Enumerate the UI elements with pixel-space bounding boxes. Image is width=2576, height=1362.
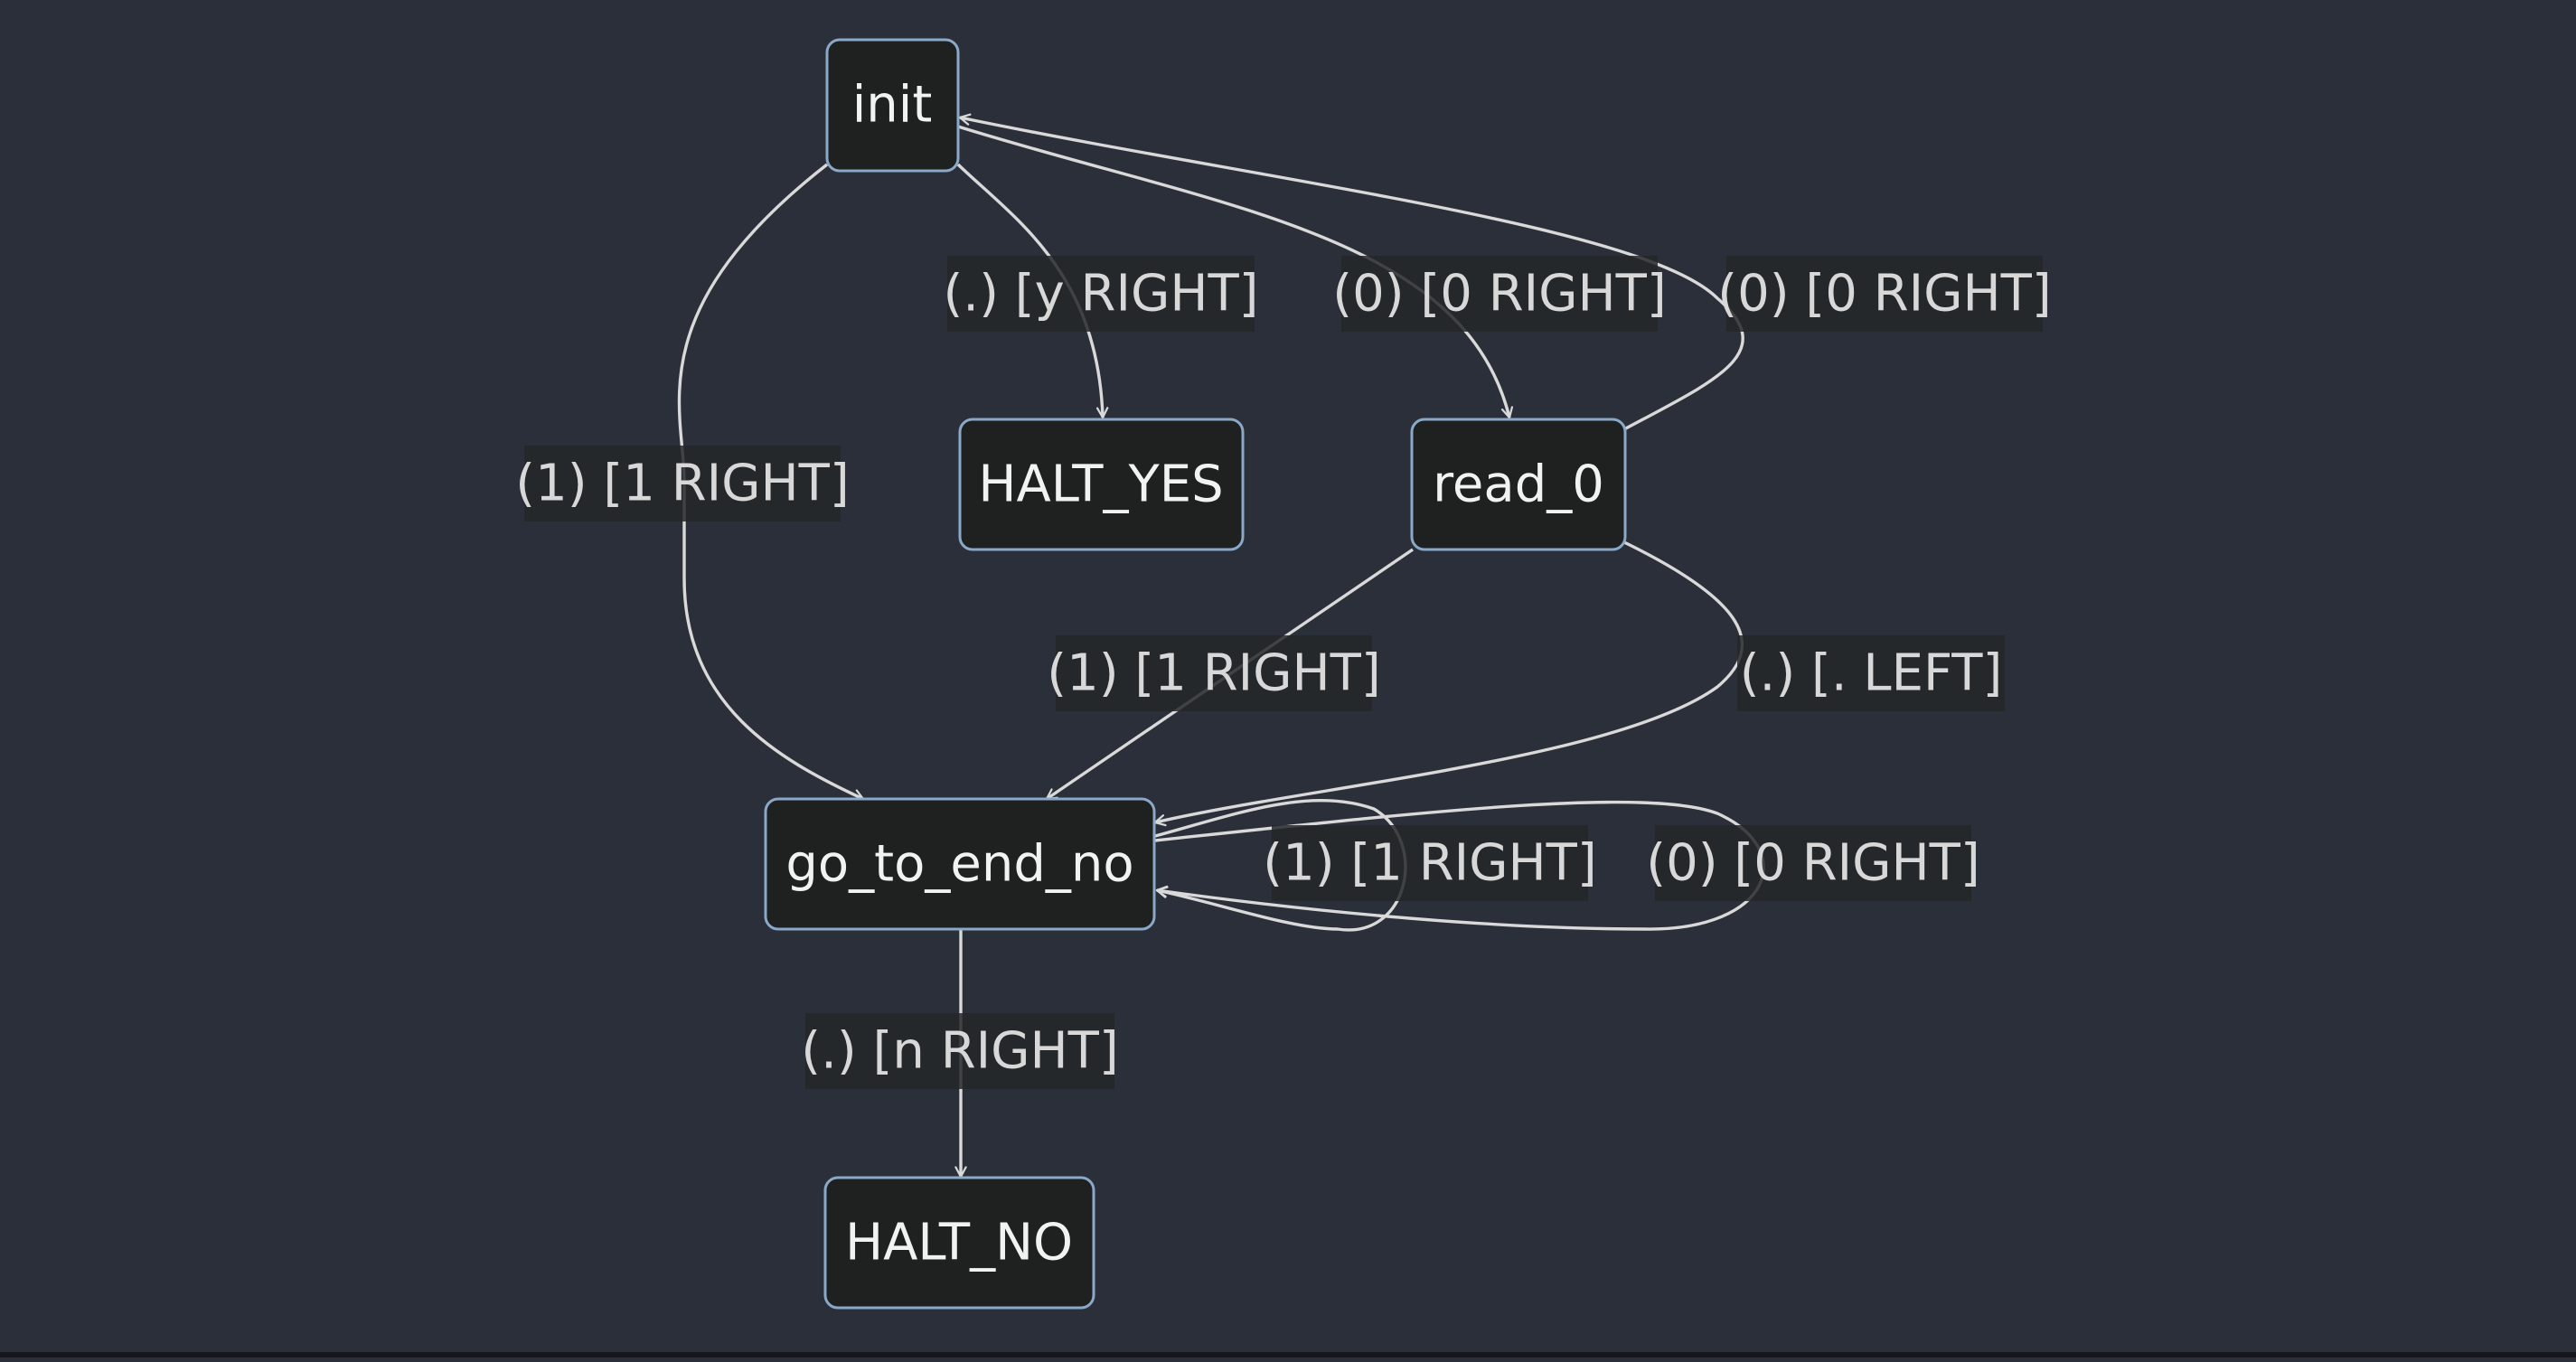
node-read-0: read_0 [1410, 418, 1627, 551]
edge-label-text: (.) [y RIGHT] [943, 265, 1258, 324]
node-init: init [825, 38, 960, 173]
edge-label-text: (1) [1 RIGHT] [515, 455, 849, 513]
edge-label-init-read-0: (0) [0 RIGHT] [1332, 256, 1667, 332]
edge-label-text: (0) [0 RIGHT] [1646, 834, 1979, 893]
node-label: init [852, 76, 933, 135]
edge-label-read-0-go-to-end-no-dot: (.) [. LEFT] [1737, 635, 2005, 711]
node-label: read_0 [1433, 456, 1604, 514]
edge-label-text: (.) [n RIGHT] [801, 1022, 1118, 1081]
node-halt-yes: HALT_YES [958, 418, 1245, 551]
edge-labels: (.) [y RIGHT] (0) [0 RIGHT] (0) [0 RIGHT… [515, 256, 2052, 1089]
node-label: HALT_YES [978, 456, 1223, 514]
node-label: go_to_end_no [785, 835, 1133, 894]
edge-label-text: (.) [. LEFT] [1740, 644, 2003, 703]
edge-label-text: (1) [1 RIGHT] [1263, 834, 1596, 893]
bottom-border [0, 1352, 2576, 1357]
edge-label-init-halt-yes: (.) [y RIGHT] [943, 256, 1259, 332]
node-label: HALT_NO [845, 1214, 1073, 1273]
nodes: init HALT_YES read_0 go_to_end_no HALT_N… [764, 38, 1627, 1310]
edge-label-go-to-end-no-self-0: (0) [0 RIGHT] [1646, 825, 1980, 901]
edge-init-to-read-0 [957, 125, 1514, 419]
edge-label-text: (1) [1 RIGHT] [1047, 644, 1380, 703]
node-halt-no: HALT_NO [823, 1176, 1095, 1310]
edge-label-go-to-end-no-self-1: (1) [1 RIGHT] [1263, 825, 1597, 901]
edge-read-0-to-go-to-end-no-dot [1153, 540, 1744, 827]
edge-label-read-0-go-to-end-no-1: (1) [1 RIGHT] [1047, 635, 1381, 711]
edge-label-init-go-to-end-no: (1) [1 RIGHT] [515, 446, 850, 521]
edge-label-text: (0) [0 RIGHT] [1717, 265, 2051, 324]
node-go-to-end-no: go_to_end_no [764, 797, 1156, 931]
edge-label-go-to-end-no-halt-no: (.) [n RIGHT] [801, 1013, 1119, 1089]
edge-label-read-0-init: (0) [0 RIGHT] [1717, 256, 2052, 332]
edge-label-text: (0) [0 RIGHT] [1332, 265, 1666, 324]
